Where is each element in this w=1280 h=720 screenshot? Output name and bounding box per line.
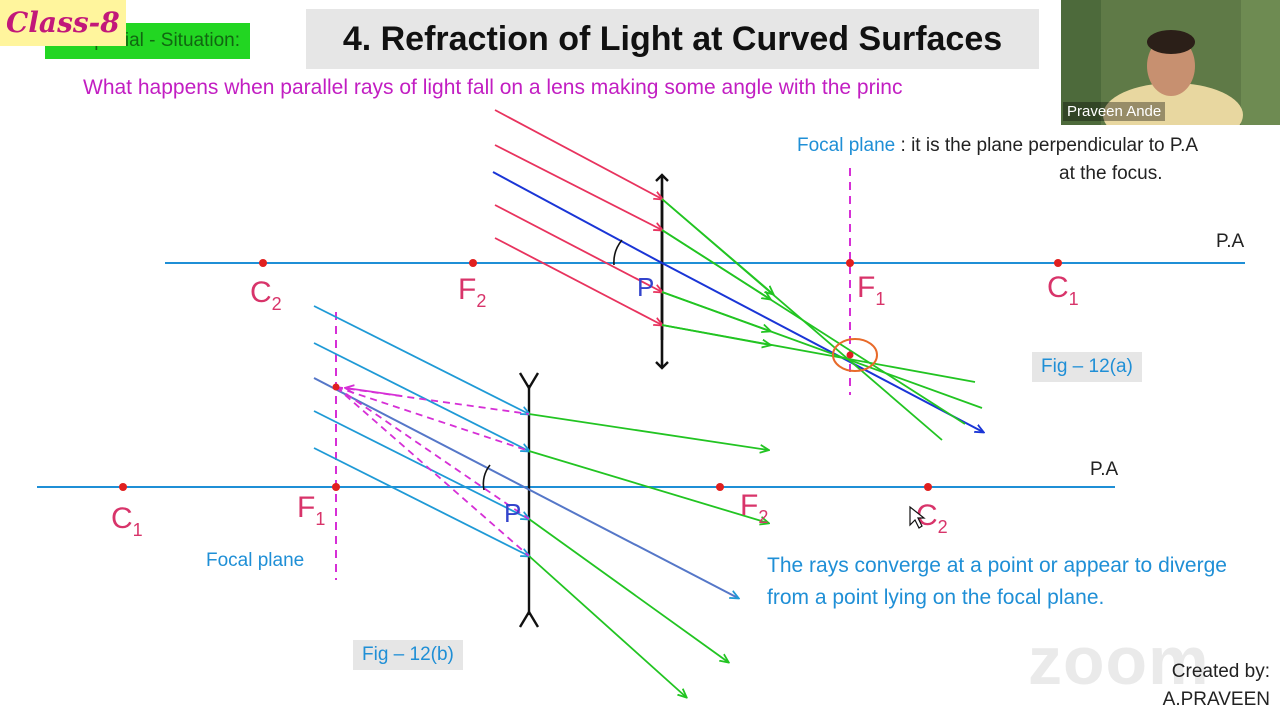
diverging-ray <box>528 450 768 523</box>
point-c1-a <box>1054 259 1062 267</box>
refracted-ray-arrow <box>661 229 770 299</box>
label-c1-b: C1 <box>111 502 143 540</box>
label-p-b: P <box>504 498 521 528</box>
webcam-video-tile[interactable]: Praveen Ande <box>1061 0 1280 125</box>
label-f2-a: F2 <box>458 273 486 311</box>
incident-ray <box>494 144 662 230</box>
convergence-point <box>846 351 854 359</box>
class-badge: Class-8 <box>0 0 126 46</box>
incident-ray <box>494 109 662 199</box>
point-f2-a <box>469 259 477 267</box>
figure-12b-concave-lens-diagram: P.A C1 F1 P F2 C2 <box>37 305 1119 697</box>
focal-plane-keyword: Focal plane <box>797 135 896 156</box>
refracted-ray-arrow <box>661 198 773 294</box>
virtual-focus-point <box>332 383 340 391</box>
virtual-ray-extension <box>335 386 530 557</box>
incident-ray <box>313 305 529 414</box>
virtual-ray-extension <box>335 386 530 415</box>
presenter-video <box>1061 0 1280 125</box>
principal-axis-label-b: P.A <box>1090 459 1119 480</box>
label-p-a: P <box>637 272 654 302</box>
participant-name: Praveen Ande <box>1063 102 1166 121</box>
convergence-point-circle <box>832 338 878 372</box>
incidence-angle-arc-b <box>482 464 491 491</box>
point-f1-a <box>846 259 854 267</box>
label-c2-a: C2 <box>250 276 282 314</box>
credit-line1: Created by: <box>1171 661 1270 682</box>
mouse-cursor-icon <box>909 505 926 529</box>
incident-ray <box>313 447 529 556</box>
page-title: 4. Refraction of Light at Curved Surface… <box>306 9 1039 69</box>
figure-label-12b: Fig – 12(b) <box>353 640 463 670</box>
focal-plane-label-b: Focal plane <box>206 550 305 571</box>
refracted-ray-arrow <box>661 324 770 345</box>
virtual-ray-extension <box>335 386 530 520</box>
point-c2-b <box>924 483 932 491</box>
central-ray-undeviated <box>313 377 738 598</box>
question-text: What happens when parallel rays of light… <box>83 76 903 99</box>
point-f1-b <box>332 483 340 491</box>
concave-lens-top-mark <box>518 372 540 391</box>
virtual-ray-arrow <box>346 388 403 397</box>
diverging-ray <box>528 555 686 697</box>
zoom-watermark: zoom <box>1028 623 1210 699</box>
focal-plane-definition-text: : it is the plane perpendicular to P.A <box>895 135 1199 156</box>
principal-axis-label-a: P.A <box>1216 231 1245 252</box>
point-c2-a <box>259 259 267 267</box>
central-ray-incident <box>492 171 663 264</box>
point-c1-b <box>119 483 127 491</box>
label-f1-a: F1 <box>857 271 885 309</box>
diverging-ray <box>528 518 728 662</box>
incident-ray <box>494 204 662 292</box>
label-f1-b: F1 <box>297 491 325 529</box>
conclusion-text: The rays converge at a point or appear t… <box>767 554 1227 609</box>
central-ray-undeviated <box>661 262 983 432</box>
diverging-ray <box>528 413 768 450</box>
incident-ray <box>313 410 529 519</box>
credit-text: Created by: A.PRAVEEN <box>1140 658 1270 714</box>
figure-12a-convex-lens-diagram: P.A C2 F2 P F1 C1 <box>165 109 1245 441</box>
figure-label-12a: Fig – 12(a) <box>1032 352 1142 382</box>
incident-ray <box>313 342 529 451</box>
incidence-angle-arc-a <box>613 239 623 266</box>
concave-lens-bottom-mark <box>518 609 540 628</box>
point-f2-b <box>716 483 724 491</box>
label-c1-a: C1 <box>1047 271 1079 309</box>
refracted-ray-arrow <box>661 291 770 331</box>
focal-plane-definition-line2: at the focus. <box>1059 163 1163 184</box>
incident-ray <box>494 237 662 325</box>
label-f2-b: F2 <box>740 489 768 527</box>
credit-line2: A.PRAVEEN <box>1162 689 1270 710</box>
focal-plane-definition-line1: Focal plane : it is the plane perpendicu… <box>797 135 1198 157</box>
virtual-ray-extension <box>335 386 530 452</box>
